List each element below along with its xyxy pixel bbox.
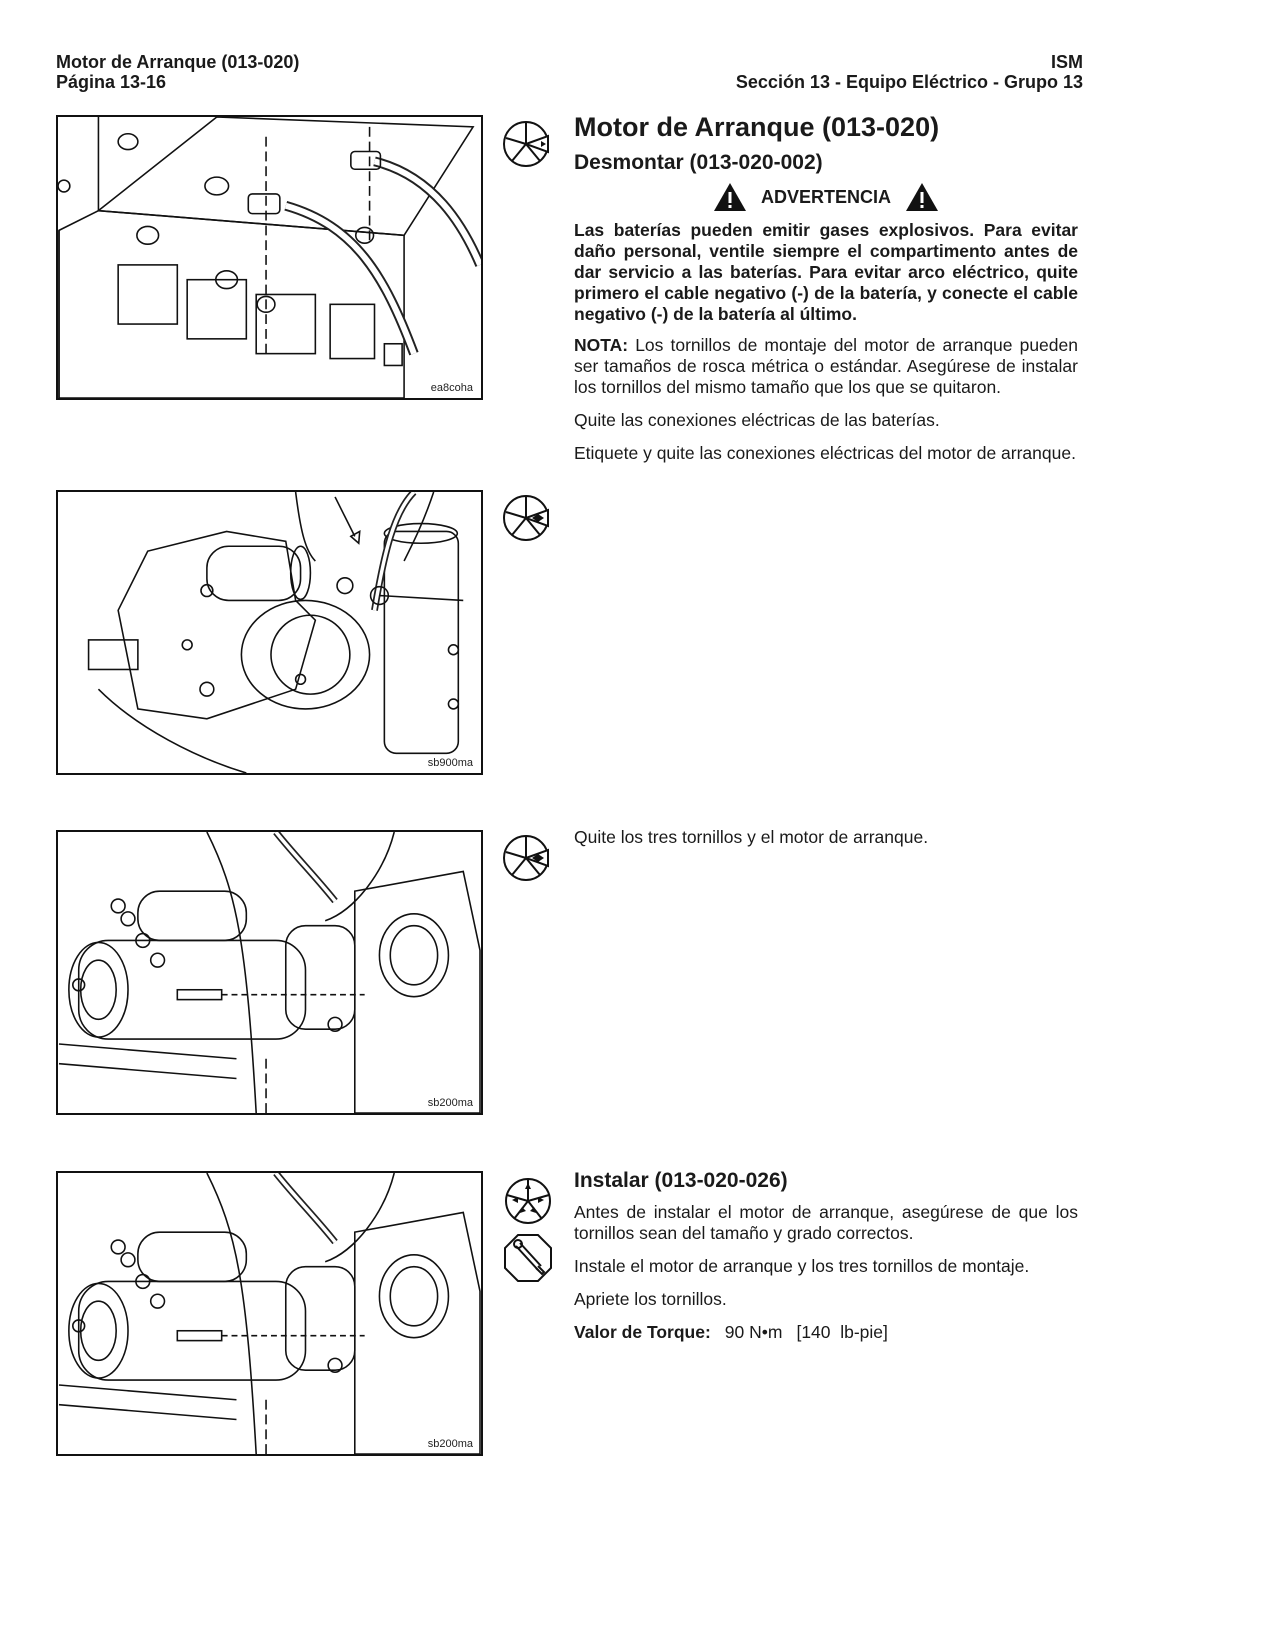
- figure-code: sb900ma: [427, 757, 473, 769]
- warning-triangle-icon: [713, 183, 746, 211]
- warning-text: Las baterías pueden emitir gases explosi…: [574, 220, 1078, 324]
- starter-connections-illustration: [87, 492, 464, 773]
- removal-section: Motor de Arranque (013-020) Desmontar (0…: [574, 112, 1078, 464]
- install-step-check-bolts: Antes de instalar el motor de arranque, …: [574, 1202, 1078, 1243]
- step-label-starter-connections: Etiquete y quite las conexiones eléctric…: [574, 443, 1076, 463]
- header-engine-model: ISM: [1050, 52, 1083, 72]
- page-title: Motor de Arranque (013-020): [574, 112, 940, 142]
- battery-illustration: [58, 117, 481, 398]
- warning-label: ADVERTENCIA: [760, 186, 891, 207]
- figure-starter-connections: sb900ma: [56, 490, 483, 775]
- figure-code: sb200ma: [427, 1097, 473, 1109]
- figure-battery-terminals: ea8coha: [56, 115, 483, 400]
- figure-code: sb200ma: [427, 1438, 473, 1450]
- note-label: NOTA:: [574, 335, 629, 355]
- figure-starter-removal: sb200ma: [56, 830, 483, 1115]
- torque-imperial-value: [140 lb-pie]: [796, 1322, 888, 1342]
- installation-section: Instalar (013-020-026) Antes de instalar…: [574, 1168, 1078, 1343]
- torque-metric-value: 90 N•m: [724, 1322, 783, 1342]
- removal-heading: Desmontar (013-020-002): [574, 151, 823, 174]
- step-remove-battery-connections: Quite las conexiones eléctricas de las b…: [574, 410, 940, 430]
- torque-label: Valor de Torque:: [574, 1322, 711, 1342]
- warning-banner: ADVERTENCIA: [574, 182, 1078, 212]
- running-header-left: Motor de Arranque (013-020) Página 13-16: [56, 52, 299, 92]
- torque-wrench-icon: [502, 1232, 554, 1284]
- figure-code: ea8coha: [430, 382, 473, 394]
- remove-step-icon: [502, 118, 554, 170]
- install-step-mount-starter: Instale el motor de arranque y los tres …: [574, 1256, 1030, 1276]
- note-text: Los tornillos de montaje del motor de ar…: [574, 335, 1078, 397]
- step-remove-bolts: Quite los tres tornillos y el motor de a…: [574, 827, 929, 847]
- starter-removal-illustration: [58, 832, 481, 1113]
- inspect-icon: [502, 1175, 554, 1227]
- starter-installation-illustration: [58, 1173, 481, 1454]
- remove-bolts-icon: [502, 832, 554, 884]
- header-section-title: Motor de Arranque (013-020): [56, 52, 300, 72]
- header-page-number: Página 13-16: [56, 72, 167, 92]
- remove-bolts-section: Quite los tres tornillos y el motor de a…: [574, 827, 1078, 848]
- install-step-tighten: Apriete los tornillos.: [574, 1289, 727, 1309]
- disconnect-step-icon: [502, 492, 554, 544]
- installation-heading: Instalar (013-020-026): [574, 1169, 788, 1192]
- running-header-right: ISM Sección 13 - Equipo Eléctrico - Grup…: [736, 52, 1083, 92]
- figure-starter-installation: sb200ma: [56, 1171, 483, 1456]
- header-section-group: Sección 13 - Equipo Eléctrico - Grupo 13: [735, 72, 1083, 92]
- warning-triangle-icon: [906, 183, 938, 211]
- note-paragraph: NOTA: Los tornillos de montaje del motor…: [574, 335, 1078, 398]
- torque-spec: Valor de Torque: 90 N•m [140 lb-pie]: [574, 1322, 1078, 1343]
